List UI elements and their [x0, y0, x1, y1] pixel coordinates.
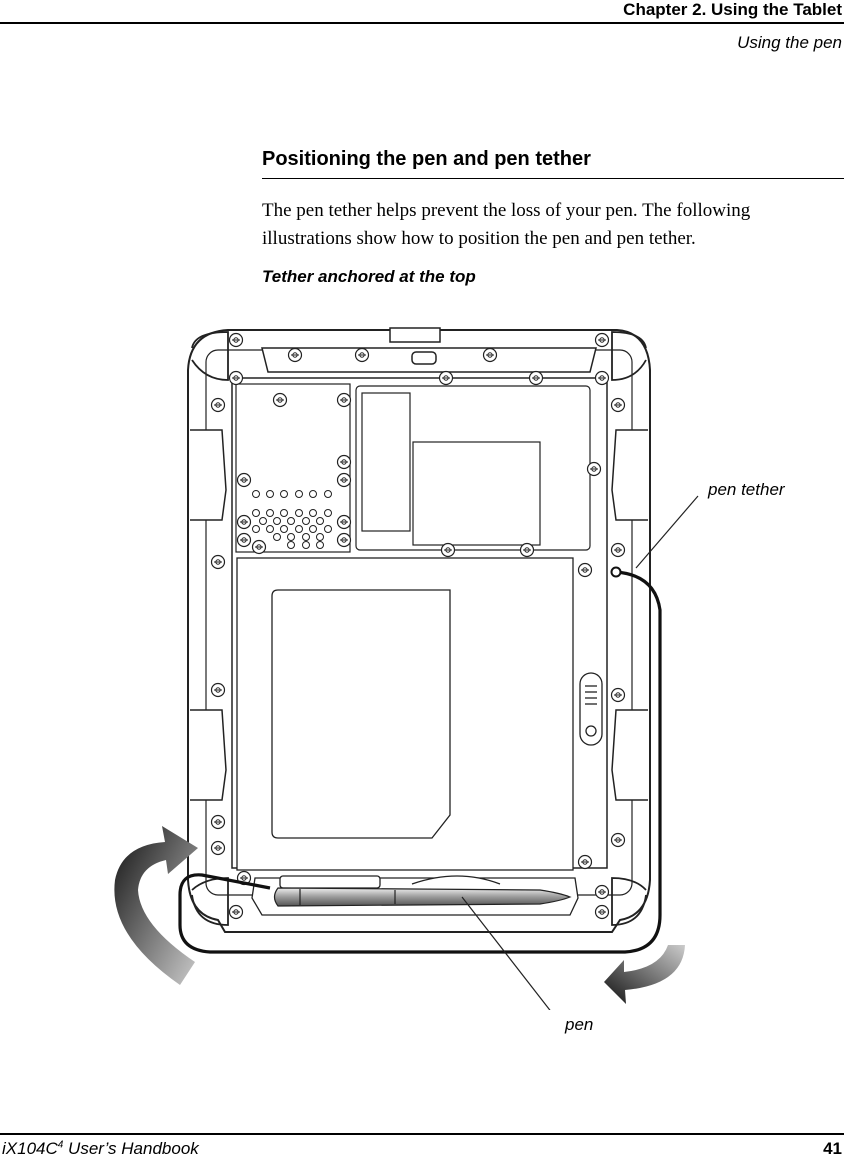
tablet-back-illustration: [114, 327, 699, 1010]
side-grips: [190, 429, 648, 801]
header-rule: [0, 22, 844, 24]
right-curved-arrow: [604, 945, 685, 1004]
pen-tether-loop: [178, 566, 662, 954]
running-header-chapter: Chapter 2. Using the Tablet: [623, 0, 842, 19]
top-handle-notch: [261, 327, 597, 373]
callout-pen: pen: [565, 1015, 594, 1034]
section-heading-rule: [262, 178, 844, 179]
section-heading: Positioning the pen and pen tether: [262, 148, 591, 170]
battery-latch: [579, 672, 603, 746]
footer-rule: [0, 1133, 844, 1135]
footer-model-superscript: 4: [57, 1139, 64, 1151]
upper-right-panel: [355, 385, 591, 551]
page-number: 41: [823, 1139, 842, 1158]
pen: [273, 887, 572, 907]
running-header-section: Using the pen: [737, 33, 842, 52]
pen-leader-line: [461, 896, 551, 1010]
speaker-grille: [252, 490, 332, 549]
tether-leader-line: [635, 495, 699, 569]
left-curved-arrow: [114, 826, 198, 985]
footer-handbook-title: iX104C4 User’s Handbook: [2, 1139, 199, 1159]
figure-subheading: Tether anchored at the top: [262, 267, 476, 286]
battery-compartment: [236, 557, 574, 871]
body-paragraph: The pen tether helps prevent the loss of…: [262, 200, 751, 249]
footer-title-suffix: User’s Handbook: [63, 1139, 199, 1158]
footer-model: iX104C: [2, 1139, 58, 1158]
callout-pen-tether: pen tether: [708, 480, 785, 499]
corner-bumpers: [191, 331, 647, 926]
